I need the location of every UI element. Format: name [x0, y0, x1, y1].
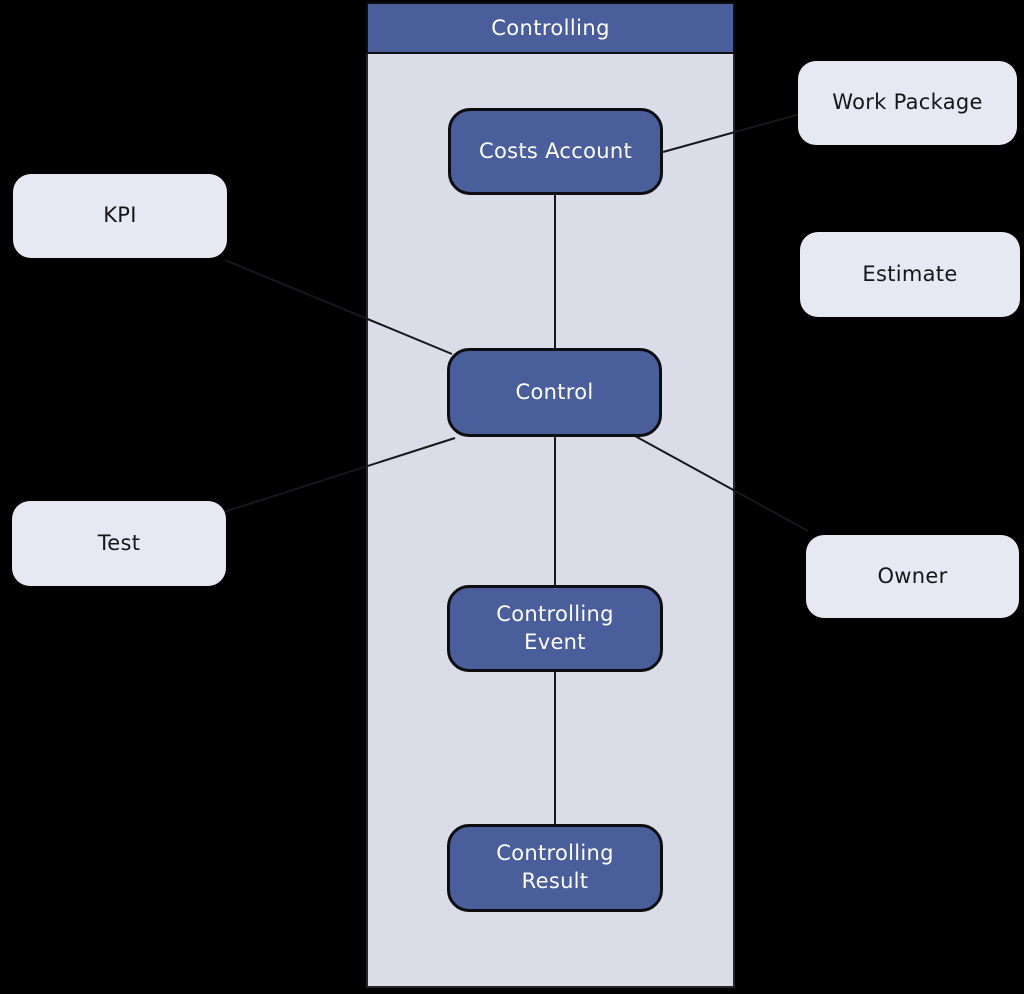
node-label: KPI [103, 203, 137, 228]
node-controlling-result[interactable]: Controlling Result [447, 824, 663, 912]
edge-control-to-owner[interactable] [634, 435, 809, 532]
node-label: Control [515, 379, 594, 404]
node-controlling-event[interactable]: Controlling Event [447, 585, 663, 672]
node-label: Work Package [832, 90, 983, 115]
node-label: Costs Account [479, 138, 632, 163]
swimlane-header[interactable]: Controlling [366, 2, 735, 54]
edge-test-to-control[interactable] [223, 437, 456, 513]
node-label: Estimate [862, 261, 958, 286]
node-kpi[interactable]: KPI [13, 174, 227, 258]
node-estimate[interactable]: Estimate [800, 232, 1020, 317]
node-label: Controlling Event [496, 601, 614, 654]
node-label: Owner [877, 563, 948, 588]
node-test[interactable]: Test [12, 501, 226, 586]
node-owner[interactable]: Owner [806, 535, 1019, 618]
node-label: Controlling Result [496, 841, 614, 893]
node-label: Test [97, 530, 141, 555]
node-costs-account[interactable]: Costs Account [448, 108, 663, 195]
edge-costs-account-to-work-package[interactable] [662, 113, 801, 153]
edge-kpi-to-control[interactable] [224, 259, 453, 355]
swimlane-controlling: Controlling [366, 2, 735, 988]
node-control[interactable]: Control [447, 348, 662, 437]
swimlane-title: Controlling [491, 16, 610, 40]
node-work-package[interactable]: Work Package [798, 61, 1017, 145]
